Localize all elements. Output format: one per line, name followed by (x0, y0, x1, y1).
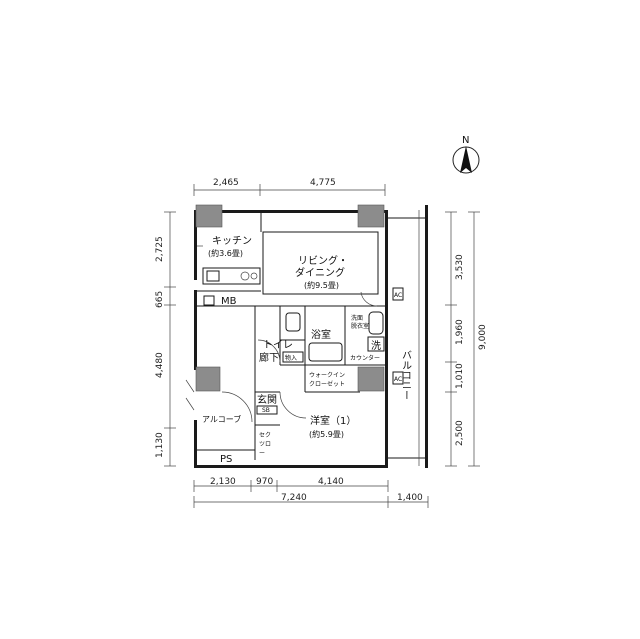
kitchen-counter (197, 245, 261, 285)
washer-label: 洗 (371, 340, 381, 352)
mb-label: MB (221, 296, 237, 307)
dim-left-3: 4,480 (155, 352, 165, 378)
washroom-label-line1: 洗面 (351, 314, 363, 322)
pillar-mid-right (357, 366, 385, 392)
entrance-door-swing (221, 391, 253, 423)
dim-top-2: 4,775 (310, 178, 336, 188)
ac-label-living: AC (394, 292, 402, 299)
walkin-label-line2: クローゼット (309, 380, 345, 388)
toilet-label: トイレ (263, 340, 293, 351)
dimension-left: 2,725 665 4,480 1,130 (155, 211, 176, 467)
counter-label: カウンター (350, 354, 380, 362)
bedroom-door-swing (279, 391, 307, 419)
ac-label-bedroom: AC (394, 376, 402, 383)
alcove-label: アルコーブ (202, 414, 241, 424)
dim-left-4: 1,130 (155, 432, 165, 458)
ac-marker-bedroom (392, 371, 404, 385)
pillar-top-right (357, 204, 385, 228)
dimension-bottom: 2,130 970 4,140 7,240 1,400 (193, 477, 429, 508)
interior-walls (197, 213, 385, 460)
sekuturu-line3: ー (259, 450, 265, 457)
living-area-outline (262, 231, 379, 295)
dim-right-1: 3,530 (455, 254, 465, 280)
kitchen-size: (約3.6畳) (208, 248, 243, 258)
hallway-label: 廊下 (259, 351, 279, 364)
balcony: バルコニー (388, 205, 428, 468)
dim-bottom-2: 970 (256, 477, 273, 487)
storage-box (282, 351, 304, 363)
washroom-label-line2: 脱衣室 (351, 322, 369, 330)
dimension-top: 2,465 4,775 (193, 178, 386, 196)
alcove-markers (185, 379, 195, 411)
shoe-box-label: SB (262, 407, 270, 414)
north-arrow-icon: N (452, 135, 480, 174)
living-label-line1: リビング・ (298, 254, 348, 267)
shoe-box (256, 405, 278, 415)
dim-bottom-total-2: 1,400 (397, 493, 423, 503)
dim-right-2: 1,960 (455, 319, 465, 345)
entrance-label: 玄関 (257, 393, 277, 406)
bedroom-label: 洋室（1） (310, 414, 356, 427)
sekuturu-line2: ツロ (259, 441, 271, 448)
mb-box (203, 295, 215, 306)
dim-bottom-1: 2,130 (210, 477, 236, 487)
washer-space (367, 336, 385, 352)
toilet-door-swing (257, 339, 281, 363)
sekuturu-line1: セク (259, 432, 271, 439)
storage-label: 物入 (285, 354, 297, 362)
living-label-line2: ダイニング (295, 266, 345, 279)
dim-right-4: 2,500 (455, 420, 465, 446)
bath-label: 浴室 (311, 328, 331, 341)
toilet-fixture (285, 312, 301, 332)
living-size: (約9.5畳) (304, 280, 339, 290)
dim-bottom-total-1: 7,240 (281, 493, 307, 503)
walkin-label-line1: ウォークイン (309, 371, 345, 379)
dimension-right: 3,530 1,960 1,010 2,500 9,000 (445, 211, 488, 467)
dim-bottom-3: 4,140 (318, 477, 344, 487)
dim-left-2: 665 (155, 291, 165, 308)
dim-right-3: 1,010 (455, 363, 465, 389)
ps-label: PS (220, 454, 232, 465)
balcony-label: バルコニー (400, 350, 412, 400)
dim-left-1: 2,725 (155, 236, 165, 262)
ac-marker-living (392, 287, 404, 301)
bathtub (308, 342, 343, 362)
washroom-door-swing (360, 291, 378, 307)
pillar-mid-left (195, 366, 221, 392)
washbasin (368, 311, 384, 335)
dim-right-total: 9,000 (478, 324, 488, 350)
pillar-top-left (195, 204, 223, 228)
dim-top-1: 2,465 (213, 178, 239, 188)
compass-label: N (462, 135, 469, 146)
outer-walls (194, 210, 388, 468)
kitchen-label: キッチン (212, 235, 252, 247)
bedroom-size: (約5.9畳) (309, 429, 344, 439)
